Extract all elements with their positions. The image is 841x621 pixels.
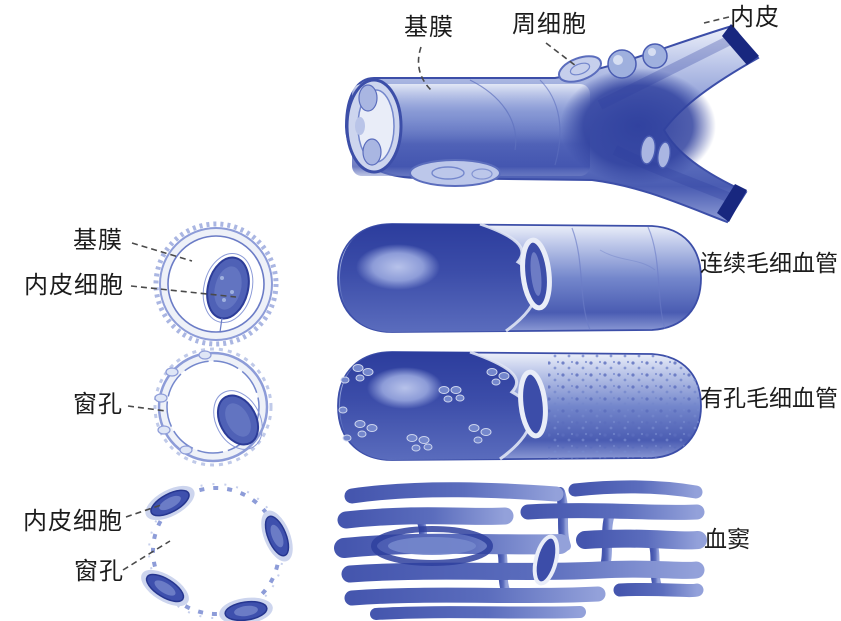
basement-membrane-ring	[153, 221, 279, 347]
leader-lines	[122, 16, 730, 571]
label-fenestra-cs3: 窗孔	[74, 559, 124, 585]
cross-section-sinusoid	[141, 483, 293, 621]
cell-seam	[539, 79, 561, 166]
caption-fenestrated-capillary: 有孔毛细血管	[700, 386, 838, 411]
leader-endothelial-cell-cs1	[130, 285, 237, 298]
label-fenestra-cs2: 窗孔	[73, 392, 123, 418]
leader-basement-membrane-top	[417, 46, 434, 93]
leader-endothelial-cell-cs3	[125, 504, 162, 518]
wall-cut-core	[530, 252, 542, 296]
cell-seam	[647, 226, 666, 330]
cell-seam	[599, 249, 656, 271]
cell-bulge	[642, 43, 668, 69]
nucleus-bulge	[367, 367, 443, 409]
fenestrated-capillary-illustration	[337, 350, 702, 461]
endothelial-nucleus	[355, 117, 365, 135]
nucleus-halo	[213, 390, 263, 450]
branching-capillary-illustration	[344, 24, 760, 224]
cell-bulge	[657, 141, 671, 169]
leader-fenestra-cs3	[122, 540, 171, 571]
wall-cut-ring	[532, 534, 560, 586]
basement-membrane-ring	[153, 347, 273, 467]
label-basement-membrane-top: 基膜	[404, 15, 454, 41]
caption-sinusoid: 血窦	[704, 527, 750, 552]
cross-section-continuous	[153, 221, 279, 347]
nucleus-speckle	[230, 290, 234, 294]
fenestrae-clusters	[338, 364, 510, 452]
nucleus-bulge	[356, 244, 440, 290]
endothelial-nucleus	[362, 138, 382, 166]
label-endothelial-cell-cs1: 内皮细胞	[24, 273, 124, 299]
leader-fenestra-cs2	[127, 405, 167, 412]
bulge-highlight	[613, 55, 623, 65]
sinusoid-opening-core	[388, 537, 476, 555]
wall-bumps	[154, 350, 212, 455]
pore-stipple-surface	[548, 354, 700, 460]
label-endothelial-cell-cs3: 内皮细胞	[23, 509, 123, 535]
leader-basement-membrane-cs1	[131, 242, 193, 262]
nucleus-halo	[202, 253, 254, 323]
lower-arm-shading	[612, 145, 737, 205]
cell-seam	[571, 227, 591, 331]
upper-arm-shading	[597, 30, 743, 110]
pericyte-nucleus	[431, 166, 465, 180]
cell-junction-line	[219, 317, 223, 333]
label-endothelium-top: 内皮	[730, 5, 780, 31]
sinusoid-endothelial-nuclei	[141, 485, 293, 621]
pericyte-under-tube	[409, 159, 501, 187]
upper-branch-cut-tip	[722, 24, 759, 65]
sinusoid-illustration	[334, 480, 707, 620]
wall-cut-ring	[518, 369, 548, 439]
cross-section-fenestrated	[153, 347, 273, 467]
branch-junction-shading	[560, 68, 716, 184]
nucleus-speckle	[220, 276, 224, 280]
label-pericyte-top: 周细胞	[512, 12, 587, 38]
nucleus-texture	[225, 403, 251, 437]
leader-endothelium-top	[703, 16, 730, 24]
leader-pericyte-top	[545, 42, 577, 67]
sinusoid-opening	[371, 526, 493, 566]
cell-bulge	[607, 49, 637, 79]
cut-edge	[469, 350, 533, 461]
endothelial-nucleus	[358, 84, 378, 112]
pericyte-nucleus	[471, 168, 493, 180]
cell-seam	[469, 79, 517, 151]
cut-edge	[479, 222, 539, 333]
tube-shading	[352, 84, 590, 176]
bulge-highlight	[648, 48, 656, 56]
lower-branch-cut-tip	[717, 184, 747, 222]
pericyte-on-branch	[557, 55, 603, 83]
continuous-capillary-illustration	[337, 222, 702, 333]
caption-continuous-capillary: 连续毛细血管	[700, 251, 838, 276]
cell-bulge	[640, 135, 656, 165]
label-basement-membrane-cs1: 基膜	[73, 228, 123, 254]
pericyte-nucleus	[569, 62, 591, 76]
nucleus-speckle	[222, 298, 226, 302]
